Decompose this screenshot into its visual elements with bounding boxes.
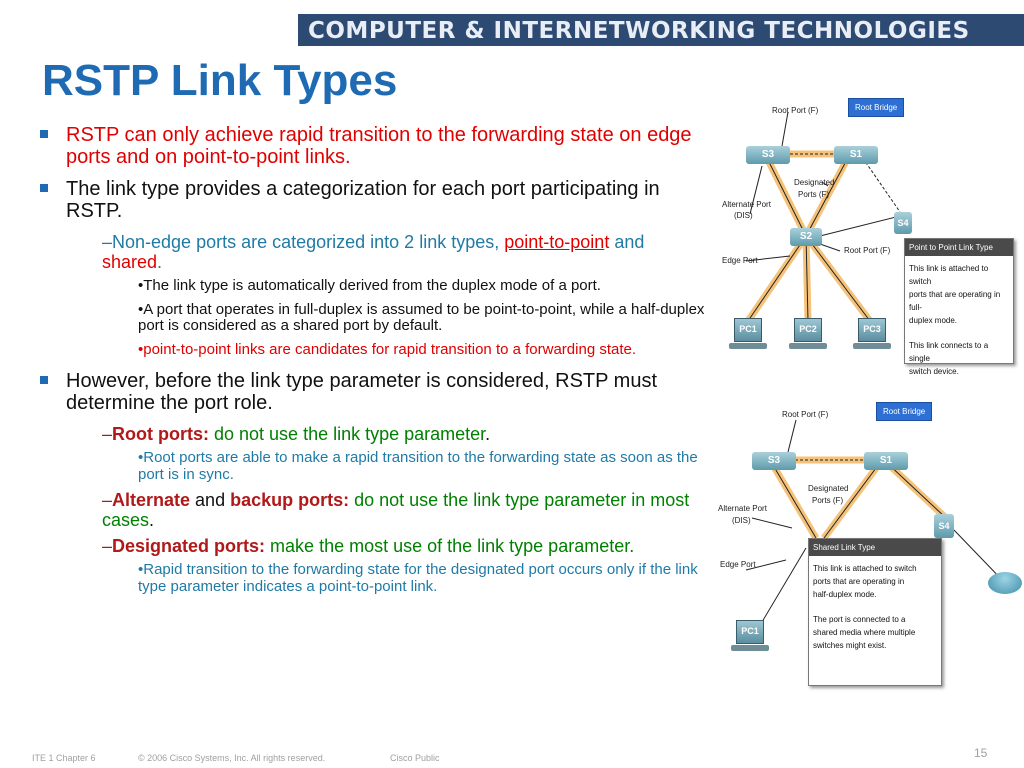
root-ports-text: do not use the link type parameter	[209, 424, 486, 444]
item-full-duplex: •A port that operates in full-duplex is …	[138, 300, 705, 334]
backup-ports-label: backup ports:	[230, 490, 350, 510]
point-to-point-term-end: t	[604, 232, 610, 252]
banner-left-white	[0, 0, 300, 46]
info-box-shared: Shared Link Type This link is attached t…	[808, 538, 942, 686]
item-root-sync: •Root ports are able to make a rapid tra…	[138, 449, 698, 483]
footer-course: ITE 1 Chapter 6	[32, 753, 96, 763]
info-body: This link is attached to switch ports th…	[809, 556, 941, 658]
pc1: PC1	[729, 318, 767, 349]
label-designated-ports: Ports (F)	[798, 190, 830, 199]
pc3: PC3	[853, 318, 891, 349]
root-bridge-tag: Root Bridge	[848, 98, 905, 117]
dash: –	[102, 536, 113, 556]
info-line: shared media where multiple	[813, 628, 916, 637]
info-line: ports that are operating in full-	[909, 290, 1001, 312]
alternate-label: Alternate	[112, 490, 191, 510]
label-edge-port: Edge Port	[720, 560, 756, 569]
point-to-point-term: point-to-poin	[504, 232, 605, 252]
item-p2p-candidates: •point-to-point links are candidates for…	[138, 340, 637, 358]
switch-s3: S3	[752, 452, 796, 470]
pc2: PC2	[789, 318, 827, 349]
dot: .	[149, 510, 155, 530]
bullet-square-icon	[40, 184, 48, 192]
sub-bullet-root-ports: –Root ports: do not use the link type pa…	[40, 424, 708, 444]
diagram-shared: Root Port (F) Root Bridge S3 S1 Designat…	[716, 400, 1024, 688]
info-body: This link is attached to switch ports th…	[905, 256, 1013, 384]
page-number: 15	[974, 746, 988, 760]
label-edge-port: Edge Port	[722, 256, 758, 265]
footer-public: Cisco Public	[390, 753, 440, 763]
bullet-port-role: However, before the link type parameter …	[40, 370, 708, 414]
info-box-point-to-point: Point to Point Link Type This link is at…	[904, 238, 1014, 376]
info-line: This link is attached to switch	[909, 264, 989, 286]
shared-term: shared	[102, 252, 158, 272]
sub-text-and: and	[609, 232, 645, 252]
bullet-square-icon	[40, 376, 48, 384]
label-root-port-2: Root Port (F)	[844, 246, 891, 255]
info-line: The port is connected to a	[813, 615, 906, 624]
label-designated-ports: Ports (F)	[812, 496, 844, 505]
header-banner: COMPUTER & INTERNETWORKING TECHNOLOGIES	[0, 0, 1024, 46]
alternate-text: do not use the link type parameter in mo…	[102, 490, 690, 530]
pc1: PC1	[731, 620, 769, 651]
dot: .	[485, 424, 491, 444]
info-title: Shared Link Type	[809, 539, 941, 556]
sub-text-dot: .	[157, 252, 163, 272]
bullet-edge-ports: RSTP can only achieve rapid transition t…	[40, 124, 708, 168]
label-root-port: Root Port (F)	[772, 106, 819, 115]
bullet-link-type: The link type provides a categorization …	[40, 178, 708, 222]
diagram-point-to-point: Root Port (F) Root Bridge S3 S1 Designat…	[720, 96, 1020, 376]
info-line: duplex mode.	[909, 316, 958, 325]
label-alternate-port: Alternate Port	[722, 200, 771, 209]
sub-text: –Non-edge ports are categorized into 2 l…	[102, 232, 505, 252]
bullet-square-icon	[40, 130, 48, 138]
switch-s1: S1	[864, 452, 908, 470]
diagram1-links	[745, 111, 901, 324]
switch-s3: S3	[746, 146, 790, 164]
switch-s4: S4	[934, 514, 954, 538]
root-bridge-tag: Root Bridge	[876, 402, 933, 421]
banner-bar	[298, 14, 1024, 46]
label-root-port: Root Port (F)	[782, 410, 829, 419]
diagram2-links	[745, 419, 1007, 633]
footer-copyright: © 2006 Cisco Systems, Inc. All rights re…	[138, 753, 326, 763]
slide-body: RSTP can only achieve rapid transition t…	[40, 124, 708, 602]
dash: –	[102, 490, 113, 510]
label-alternate-dis: (DIS)	[734, 211, 753, 220]
banner-text: COMPUTER & INTERNETWORKING TECHNOLOGIES	[308, 18, 970, 44]
switch-s2: S2	[790, 228, 822, 246]
info-line: switches might exist.	[813, 641, 887, 650]
sub-bullet-non-edge: –Non-edge ports are categorized into 2 l…	[40, 232, 708, 272]
info-line: This link is attached to switch	[813, 564, 917, 573]
info-title: Point to Point Link Type	[905, 239, 1013, 256]
dash: –	[102, 424, 113, 444]
label-designated: Designated	[794, 178, 835, 187]
switch-s4: S4	[894, 212, 912, 234]
sub-bullet-designated: –Designated ports: make the most use of …	[40, 536, 708, 556]
item-designated-rapid: •Rapid transition to the forwarding stat…	[138, 561, 698, 595]
label-designated: Designated	[808, 484, 849, 493]
info-line: switch device.	[909, 367, 959, 376]
shared-media-disk-icon	[988, 572, 1022, 594]
bullet-text: However, before the link type parameter …	[66, 370, 658, 414]
designated-label: Designated ports:	[112, 536, 266, 556]
info-line: half-duplex mode.	[813, 590, 877, 599]
designated-text: make the most use of the link type param…	[265, 536, 635, 556]
item-derived-duplex: •The link type is automatically derived …	[138, 277, 601, 294]
switch-s1: S1	[834, 146, 878, 164]
info-line: This link connects to a single	[909, 341, 989, 363]
and-text: and	[190, 490, 231, 510]
bullet-text: The link type provides a categorization …	[66, 178, 660, 222]
label-alternate-dis: (DIS)	[732, 516, 751, 525]
label-alternate-port: Alternate Port	[718, 504, 767, 513]
info-line: ports that are operating in	[813, 577, 905, 586]
slide-title: RSTP Link Types	[42, 56, 398, 105]
root-ports-label: Root ports:	[112, 424, 209, 444]
bullet-text: RSTP can only achieve rapid transition t…	[66, 124, 692, 168]
sub-bullet-alternate: –Alternate and backup ports: do not use …	[40, 490, 708, 530]
